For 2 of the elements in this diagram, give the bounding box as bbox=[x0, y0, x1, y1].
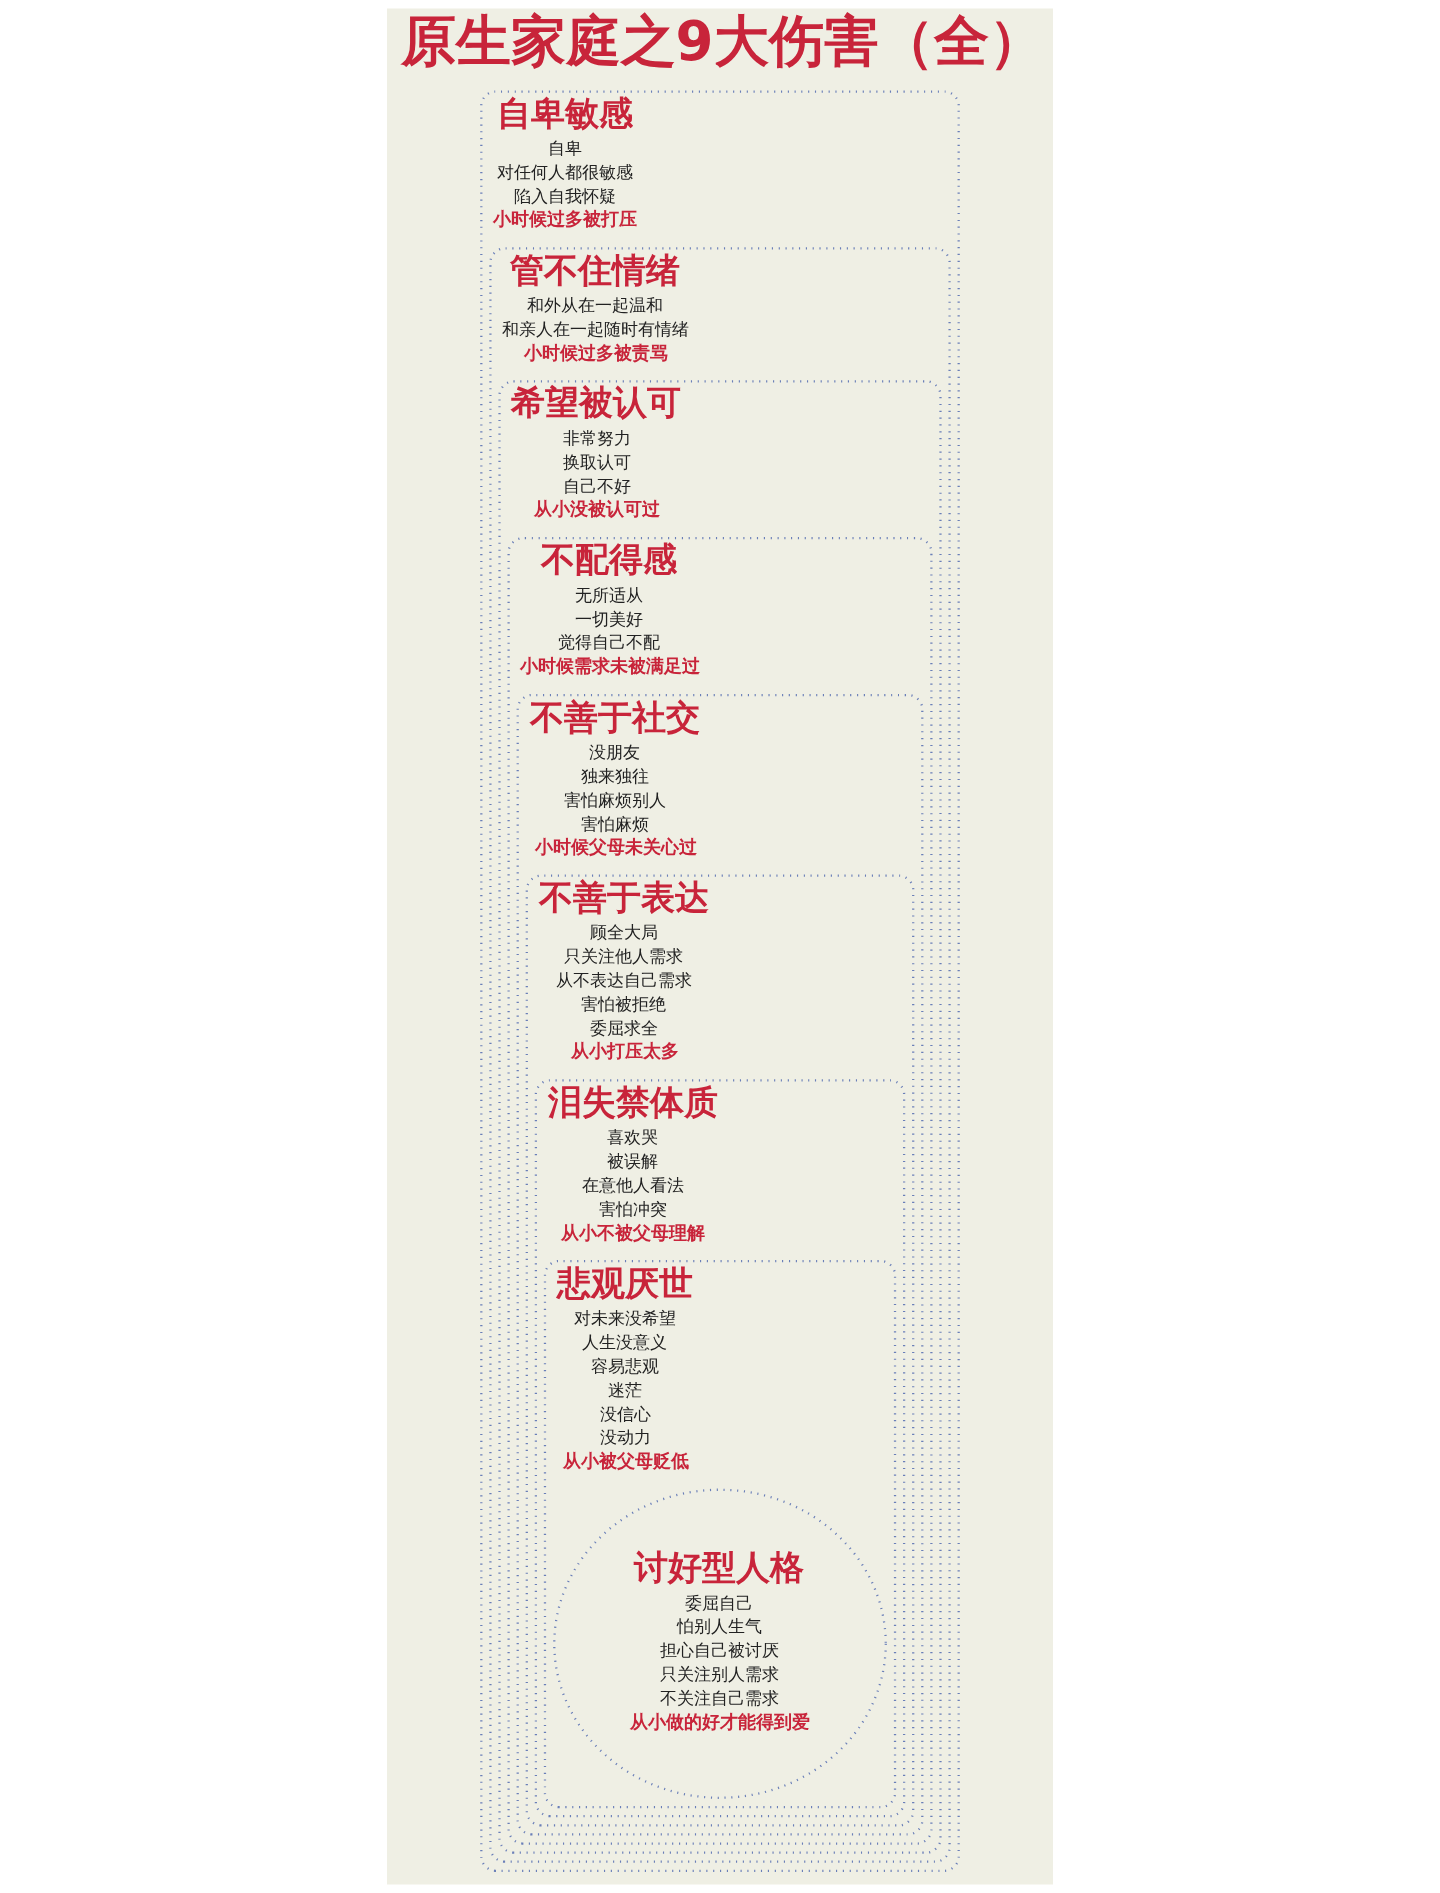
node-circle: 讨好型人格 委屈自己 怕别人生气 担心自己被讨厌 只关注别人需求 不关注自己需求 从小做的好才能得到爱 bbox=[553, 1488, 887, 1799]
diagram-title: 原生家庭之9大伤害（全） bbox=[400, 9, 1044, 74]
